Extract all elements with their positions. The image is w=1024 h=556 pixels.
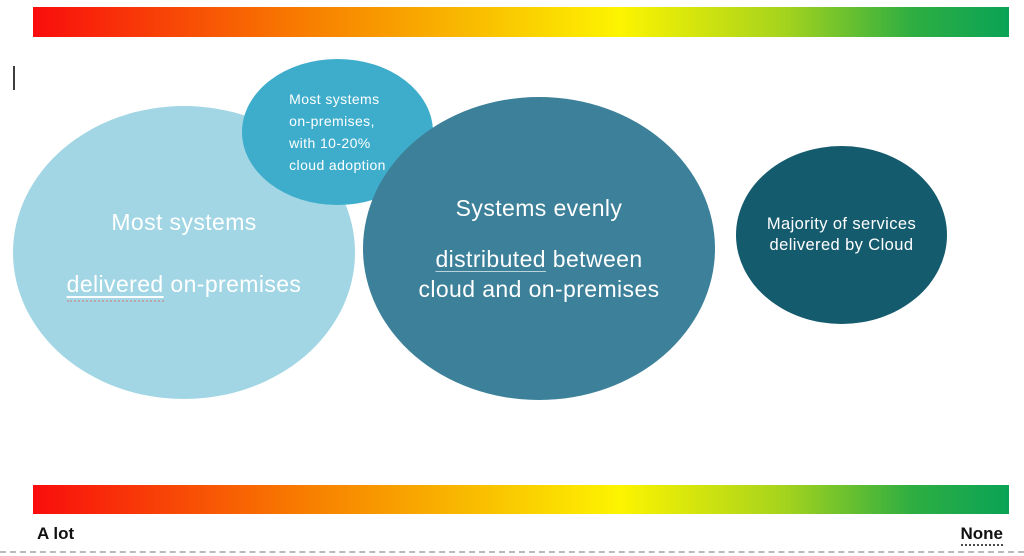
- bubble-line: distributed between: [435, 244, 642, 274]
- scale-label-none: None: [960, 524, 1003, 546]
- bubble-line-rest: between: [545, 246, 643, 272]
- bubble-line: Systems evenly: [455, 195, 623, 221]
- bubble-line: delivered on-premises: [66, 269, 302, 302]
- bubble-line: cloud and on-premises: [418, 276, 660, 302]
- underlined-word: delivered: [66, 270, 164, 302]
- bubble-majority-cloud: Majority of services delivered by Cloud: [736, 146, 947, 324]
- scale-label-a-lot: A lot: [37, 524, 75, 543]
- bubble-line: delivered by Cloud: [769, 236, 914, 254]
- bubble-text: Most systems on-premises, with 10-20% cl…: [289, 88, 386, 176]
- bubble-line: cloud adoption: [289, 157, 386, 173]
- bubble-text: Most systems delivered on-premises: [66, 207, 302, 302]
- bubble-systems-evenly-distributed: Systems evenly distributed between cloud…: [363, 97, 715, 400]
- bubble-line: Majority of services: [766, 215, 917, 233]
- bottom-gradient-scale-bar: [33, 485, 1009, 514]
- bubble-line: Most systems: [289, 91, 380, 107]
- bubble-line: on-premises,: [289, 113, 375, 129]
- bubble-line: with 10-20%: [289, 135, 371, 151]
- top-gradient-scale-bar: [33, 7, 1009, 37]
- bottom-dashed-line: [0, 551, 1024, 553]
- text-cursor: [13, 66, 15, 90]
- underlined-word: distributed: [435, 246, 546, 272]
- bubble-text: Majority of services delivered by Cloud: [767, 214, 916, 256]
- bubble-line-rest: on-premises: [163, 270, 302, 297]
- bubble-text: Systems evenly distributed between cloud…: [418, 193, 659, 304]
- bubble-line: Most systems: [111, 208, 257, 235]
